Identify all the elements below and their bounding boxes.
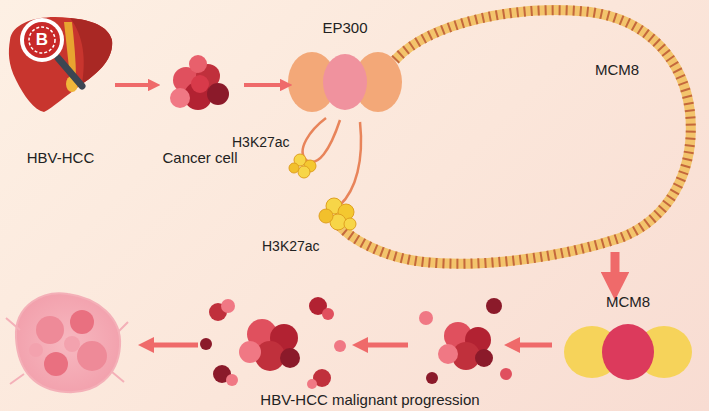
node-label: MCM8 — [604, 292, 652, 312]
liver-node: HBV-HCC — [8, 8, 113, 168]
node-label: HBV-HCC — [25, 148, 97, 168]
node-label: MCM8 — [593, 60, 641, 80]
histone-mark: H3K27ac — [232, 134, 290, 151]
nucleosome — [289, 154, 316, 178]
cell-cluster — [200, 297, 346, 389]
gene-node: MCM8 — [572, 60, 662, 250]
flow-arrow — [115, 83, 154, 87]
node-label: EP300 — [320, 18, 369, 38]
ep300-protein — [288, 52, 402, 112]
node-label: Cancer cell — [160, 148, 239, 168]
flow-arrow — [611, 252, 620, 286]
chromatin — [303, 10, 691, 264]
cell-node: Cancer cell — [158, 50, 242, 168]
mcm8-protein — [564, 324, 692, 380]
cell-cluster — [419, 298, 512, 384]
protein-node: MCM8 — [556, 292, 700, 384]
protein-node: EP300 — [290, 18, 400, 118]
caption-label: HBV-HCC malignant progression — [260, 391, 479, 409]
cancer-cell-cluster — [170, 55, 229, 110]
liver — [9, 17, 112, 112]
histone-mark: H3K27ac — [262, 238, 320, 255]
nucleosome — [319, 198, 356, 230]
flow-arrow — [244, 83, 286, 87]
tumor — [6, 293, 128, 392]
virus-badge-letter: B — [36, 30, 48, 50]
